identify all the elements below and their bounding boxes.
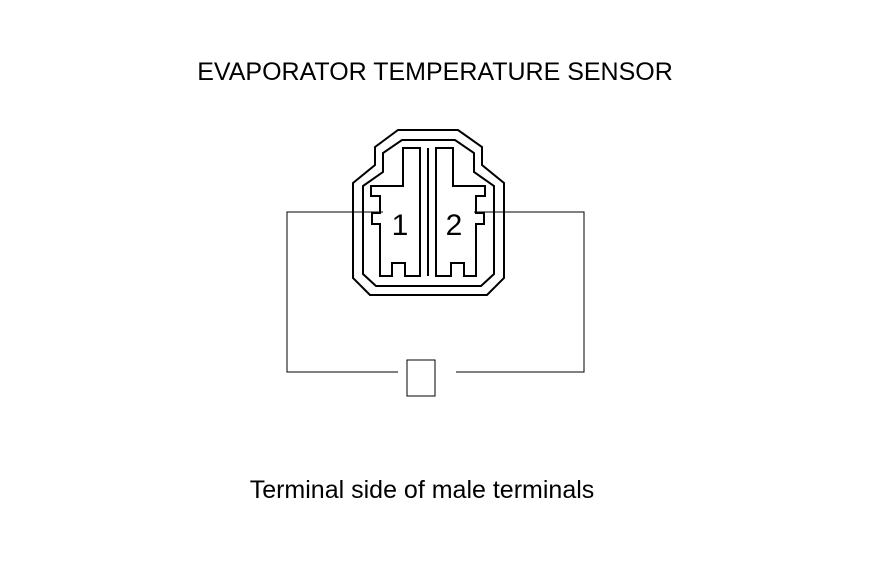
diagram-caption: Terminal side of male terminals (250, 476, 595, 504)
terminal-2-label: 2 (446, 209, 463, 242)
terminal-1-label: 1 (392, 209, 409, 242)
connector-body (352, 129, 505, 296)
ohmmeter-icon (406, 359, 436, 397)
diagram-title: EVAPORATOR TEMPERATURE SENSOR (197, 58, 673, 86)
test-lead-wires (286, 211, 585, 373)
